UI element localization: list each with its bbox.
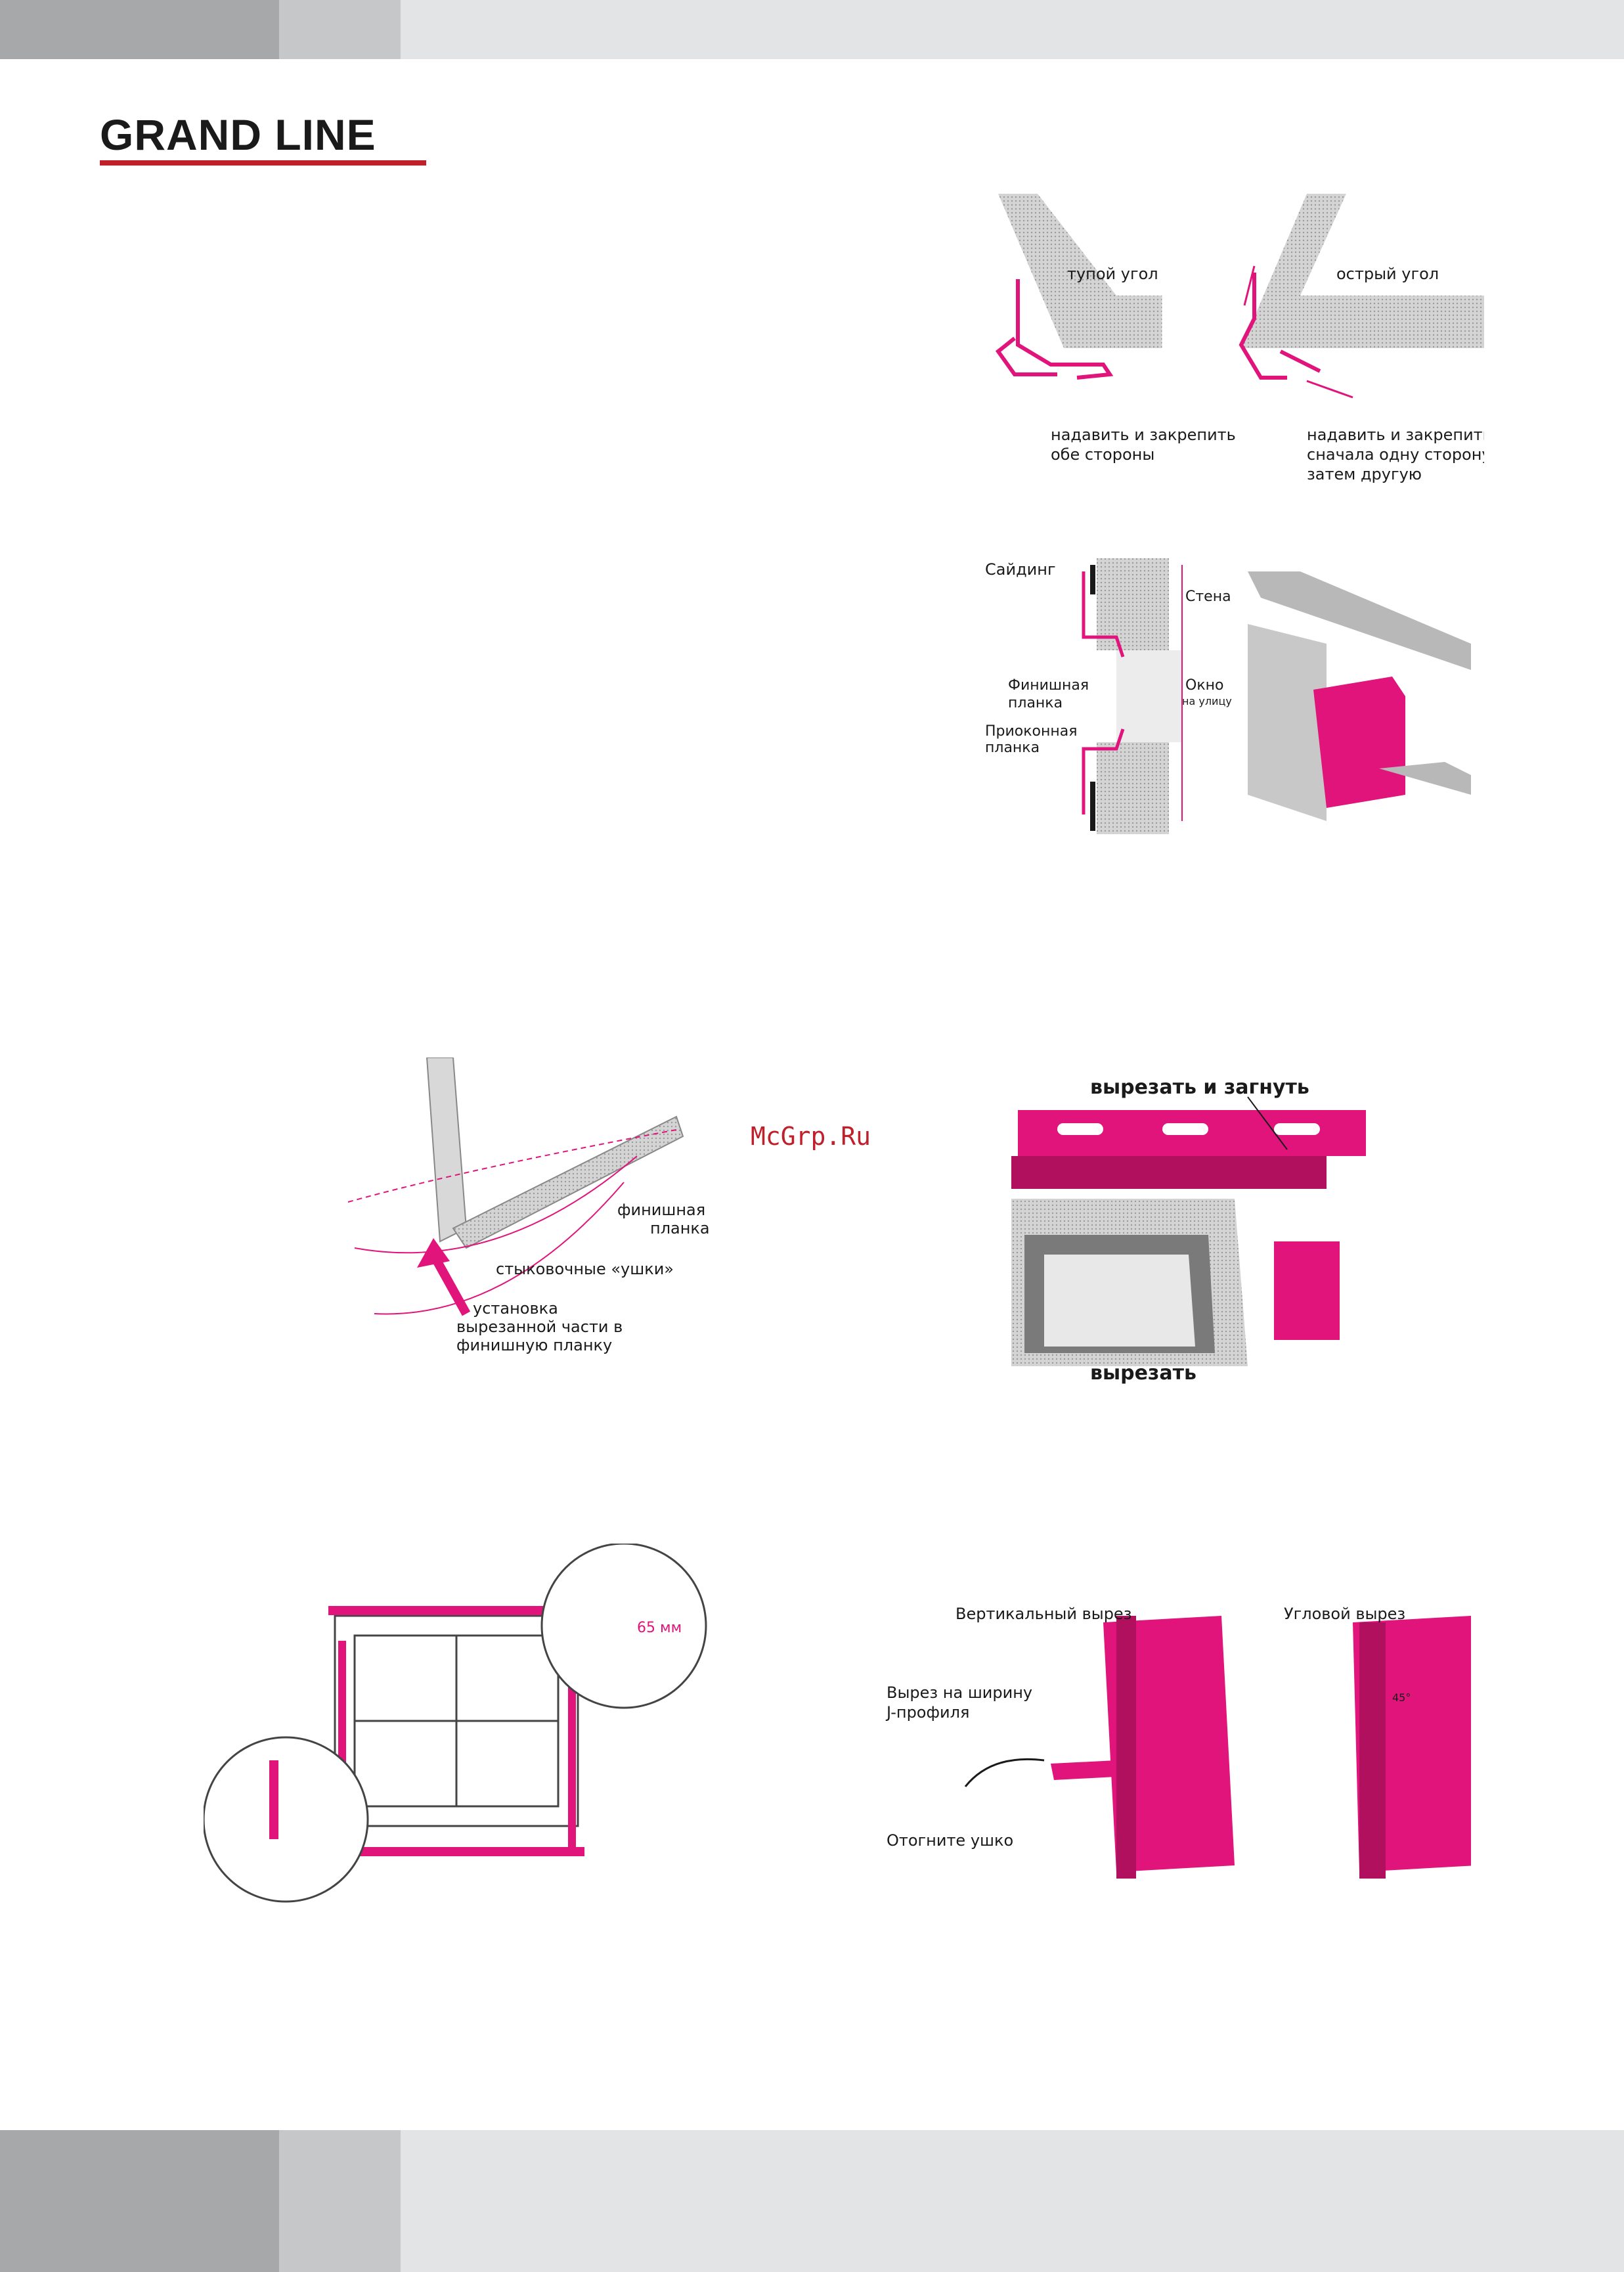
label-tabs: стыковочные «ушки» <box>496 1260 674 1278</box>
label-finish-1: финишная <box>617 1201 705 1219</box>
j-profile-figure: Вертикальный вырез Угловой вырез Вырез н… <box>885 1605 1471 1879</box>
watermark: McGrp.Ru <box>751 1122 871 1151</box>
logo-text: GRAND LINE <box>100 110 376 159</box>
finish-strip-figure: финишная планка стыковочные «ушки» устан… <box>347 1058 710 1354</box>
label-cut-width-1: Вырез на ширину <box>887 1683 1032 1702</box>
label-install-2: вырезанной части в <box>456 1318 623 1336</box>
label-cut-bend: вырезать и загнуть <box>1090 1076 1309 1099</box>
label-vertical-cut: Вертикальный вырез <box>955 1605 1131 1623</box>
bottom-decor-bar <box>0 2130 1624 2272</box>
caption-right-1: надавить и закрепить <box>1307 426 1484 444</box>
brand-logo: GRAND LINE <box>100 110 428 166</box>
label-acute: острый угол <box>1336 265 1439 283</box>
caption-left-2: обе стороны <box>1051 445 1154 464</box>
label-siding: Сайдинг <box>985 560 1056 579</box>
caption-left-1: надавить и закрепить <box>1051 426 1236 444</box>
label-cut-width-2: J-профиля <box>885 1703 969 1722</box>
label-finish-2: планка <box>650 1219 710 1237</box>
window-frame-figure: 65 мм <box>204 1544 707 1903</box>
label-bend-tab: Отогните ушко <box>887 1831 1013 1850</box>
label-cut: вырезать <box>1090 1362 1196 1385</box>
logo-underline <box>100 160 426 166</box>
label-window-2: на улицу <box>1182 695 1232 707</box>
window-section-figure: Сайдинг Стена Финишная планка Окно на ул… <box>985 558 1471 834</box>
label-measure: 65 мм <box>637 1620 682 1636</box>
label-window-strip-2: планка <box>985 740 1040 756</box>
cut-bend-figure: вырезать и загнуть вырезать <box>1011 1076 1366 1385</box>
label-window-strip-1: Приоконная <box>985 723 1078 740</box>
label-corner-cut: Угловой вырез <box>1284 1605 1405 1623</box>
label-install-1: установка <box>473 1299 558 1318</box>
top-decor-bar <box>0 0 1624 59</box>
corner-angles-figure: тупой угол надавить и закрепить обе стор… <box>995 194 1484 483</box>
label-install-3: финишную планку <box>456 1336 612 1354</box>
label-angle: 45° <box>1392 1691 1411 1704</box>
label-finish-2: планка <box>1008 695 1063 711</box>
label-obtuse: тупой угол <box>1067 265 1158 283</box>
caption-right-2: сначала одну сторону, <box>1307 445 1484 464</box>
label-wall: Стена <box>1185 589 1231 605</box>
label-window-1: Окно <box>1185 677 1223 694</box>
label-finish-1: Финишная <box>1008 677 1089 694</box>
caption-right-3: затем другую <box>1307 465 1422 483</box>
